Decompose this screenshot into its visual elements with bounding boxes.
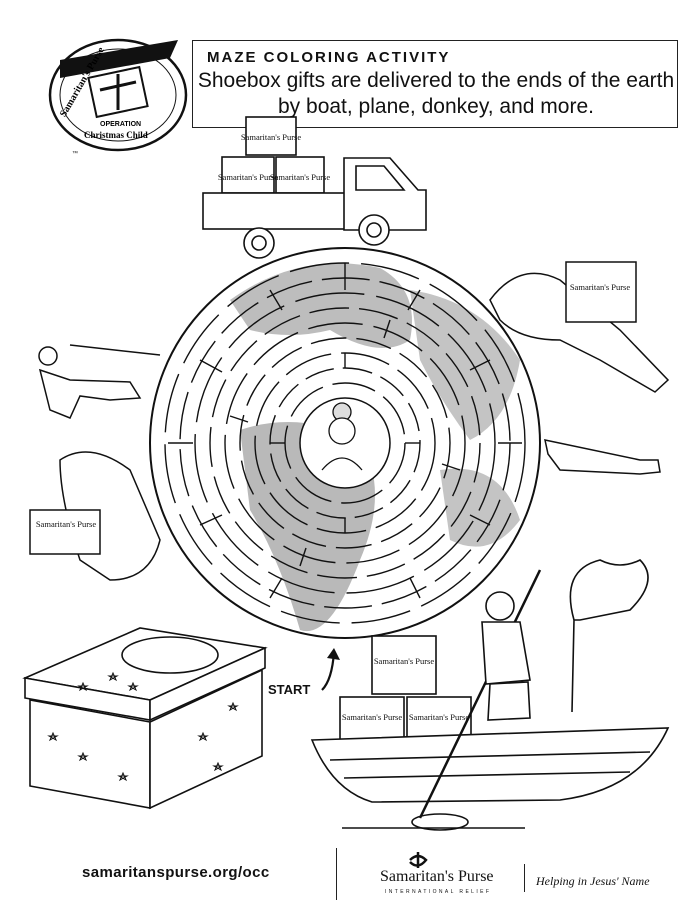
maze-start-label: START: [268, 682, 311, 697]
truck-box-top-label: Samaritan's Purse: [241, 132, 302, 142]
boat-hull: [310, 727, 670, 803]
truck-box-right: [275, 156, 325, 194]
camel-shoebox: [565, 261, 637, 323]
truck-window: [355, 165, 406, 191]
camel-with-rider: [489, 261, 670, 475]
truck-box-top: [245, 116, 297, 156]
occ-logo: Christmas Child OPERATION Samaritan's Pu…: [48, 38, 188, 152]
footer-brand: Samaritan's Purse: [380, 868, 494, 885]
donkey-box-label: Samaritan's Purse: [36, 519, 97, 529]
trademark-mark: ™: [72, 151, 78, 157]
footer-url: samaritanspurse.org/occ: [82, 864, 270, 881]
donkey-with-man: [29, 344, 161, 581]
boatman-head: [485, 591, 515, 621]
logo-operation: OPERATION: [100, 121, 141, 128]
logo-banner: [60, 40, 178, 78]
footer-brand-sub: INTERNATIONAL RELIEF: [385, 889, 492, 895]
footer-divider: [336, 848, 337, 900]
logo-christmas-child: Christmas Child: [84, 130, 148, 140]
truck-box-left-label: Samaritan's Purse: [218, 172, 279, 182]
maze-globe: [149, 247, 541, 639]
maze-continent-east: [410, 290, 520, 440]
lying-man: [544, 439, 661, 475]
delivery-truck: [202, 116, 427, 259]
footer-brand-mark: [409, 852, 428, 868]
start-arrow-head: [327, 648, 340, 660]
header-frame: [192, 40, 678, 128]
boatman-body: [481, 621, 531, 685]
center-girl-figure: [321, 402, 363, 471]
logo-ribbon: [99, 74, 137, 110]
truck-box-right-label: Samaritan's Purse: [270, 172, 331, 182]
shoebox-lid-logo: [121, 636, 219, 674]
boat-scene: [310, 559, 670, 831]
palm-tree: [569, 559, 649, 713]
camel-box-label: Samaritan's Purse: [570, 282, 631, 292]
boat-pole: [418, 569, 542, 819]
boat-box-top: [371, 635, 437, 695]
boat-box-left-label: Samaritan's Purse: [342, 712, 403, 722]
shoebox-stars: [47, 671, 239, 782]
footer-separator: [524, 864, 525, 892]
shoebox-gift: [22, 627, 268, 810]
footer-tagline: Helping in Jesus' Name: [536, 874, 650, 888]
truck-box-left: [221, 156, 275, 194]
activity-title: MAZE COLORING ACTIVITY: [207, 49, 451, 66]
boat-box-top-label: Samaritan's Purse: [374, 656, 435, 666]
activity-description: Shoebox gifts are delivered to the ends …: [197, 69, 675, 118]
donkey-shoebox: [29, 509, 101, 555]
maze-spokes: [168, 263, 522, 599]
boat-box-right-label: Samaritan's Purse: [409, 712, 470, 722]
truck-bed: [202, 192, 347, 230]
